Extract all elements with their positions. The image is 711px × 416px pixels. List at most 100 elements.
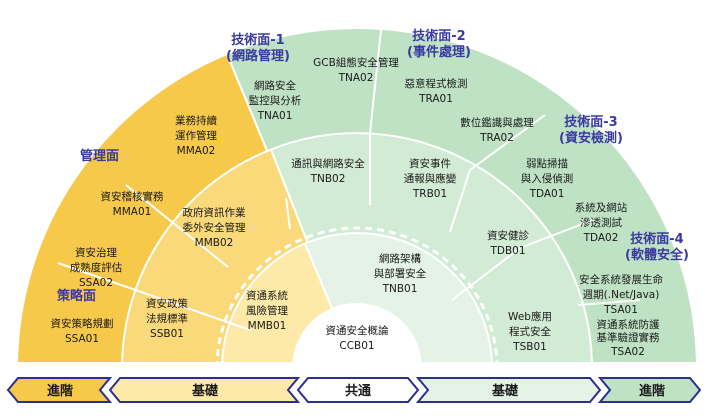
svg-text:通報與應變: 通報與應變 xyxy=(404,172,457,185)
segment-dividers xyxy=(57,29,641,331)
svg-text:SSA01: SSA01 xyxy=(65,333,99,345)
course-tsa01: 安全系統發展生命 週期(.Net/Java) TSA01 xyxy=(579,273,663,316)
category-management: 管理面 xyxy=(80,148,119,164)
svg-text:業務持續: 業務持續 xyxy=(175,114,217,127)
svg-text:系統及網站: 系統及網站 xyxy=(575,201,628,214)
bar-basic-right xyxy=(415,377,602,403)
svg-text:MMA01: MMA01 xyxy=(113,206,152,218)
category-tech1-subtitle: (網路管理) xyxy=(226,48,290,64)
svg-text:資安稽核實務: 資安稽核實務 xyxy=(101,190,164,203)
svg-text:法規標準: 法規標準 xyxy=(146,312,188,325)
bar-basic-left xyxy=(108,377,301,403)
course-trb01: 資安事件 通報與應變 TRB01 xyxy=(404,157,457,200)
course-labels: 資安策略規劃 SSA01 資安治理 成熟度評估 SSA02 資安稽核實務 MMA… xyxy=(51,56,664,358)
svg-text:網路架構: 網路架構 xyxy=(379,252,421,265)
svg-text:資安治理: 資安治理 xyxy=(75,246,117,259)
svg-text:CCB01: CCB01 xyxy=(339,340,374,352)
course-tra01: 惡意程式檢測 TRA01 xyxy=(405,77,468,105)
bar-label-advanced-right: 進階 xyxy=(639,383,665,399)
svg-text:TSB01: TSB01 xyxy=(512,341,547,353)
svg-text:通訊與網路安全: 通訊與網路安全 xyxy=(291,157,365,170)
svg-text:滲透測試: 滲透測試 xyxy=(580,216,622,229)
svg-text:資安事件: 資安事件 xyxy=(409,157,451,170)
svg-text:MMB01: MMB01 xyxy=(248,320,287,332)
course-mma02: 業務持續 運作管理 MMA02 xyxy=(175,114,217,157)
svg-text:資安政策: 資安政策 xyxy=(146,297,188,310)
course-tdb01: 資安健診 TDB01 xyxy=(487,229,529,257)
course-tsa02: 資通系統防護 基準驗證實務 TSA02 xyxy=(597,318,660,358)
course-tsb01: Web應用 程式安全 TSB01 xyxy=(508,310,552,353)
svg-text:數位鑑識與處理: 數位鑑識與處理 xyxy=(460,116,534,129)
svg-text:TDA01: TDA01 xyxy=(529,188,565,200)
bar-label-advanced-left: 進階 xyxy=(47,383,73,399)
svg-text:TNB02: TNB02 xyxy=(310,173,346,185)
course-ssa01: 資安策略規劃 SSA01 xyxy=(51,317,114,345)
ring-group xyxy=(16,27,698,362)
svg-text:SSA02: SSA02 xyxy=(79,277,113,289)
svg-text:程式安全: 程式安全 xyxy=(509,325,551,338)
course-mmb02: 政府資訊作業 委外安全管理 MMB02 xyxy=(183,206,246,249)
svg-text:弱點掃描: 弱點掃描 xyxy=(526,157,568,170)
svg-text:安全系統發展生命: 安全系統發展生命 xyxy=(579,273,663,286)
bar-label-basic-left: 基礎 xyxy=(191,383,219,399)
bar-advanced-right xyxy=(597,377,702,403)
svg-text:政府資訊作業: 政府資訊作業 xyxy=(183,206,246,219)
svg-text:基準驗證實務: 基準驗證實務 xyxy=(597,331,660,344)
course-tnb02: 通訊與網路安全 TNB02 xyxy=(291,157,365,185)
svg-text:Web應用: Web應用 xyxy=(508,310,552,323)
svg-text:風險管理: 風險管理 xyxy=(246,304,288,317)
svg-text:GCB組態安全管理: GCB組態安全管理 xyxy=(313,56,399,69)
bar-common xyxy=(296,377,420,403)
course-tda01: 弱點掃描 與入侵偵測 TDA01 xyxy=(521,157,574,200)
svg-text:資安健診: 資安健診 xyxy=(487,229,529,242)
svg-text:惡意程式檢測: 惡意程式檢測 xyxy=(405,77,468,90)
svg-text:成熟度評估: 成熟度評估 xyxy=(70,261,123,274)
level-bar: 進階 基礎 共通 基礎 進階 xyxy=(6,377,702,403)
svg-text:TDB01: TDB01 xyxy=(489,245,525,257)
svg-text:TRA01: TRA01 xyxy=(418,93,453,105)
svg-text:TSA01: TSA01 xyxy=(603,304,638,316)
bar-advanced-left xyxy=(6,377,113,403)
svg-text:與入侵偵測: 與入侵偵測 xyxy=(521,172,574,185)
category-tech2-subtitle: (事件處理) xyxy=(407,44,471,60)
course-ssa02: 資安治理 成熟度評估 SSA02 xyxy=(70,246,123,289)
category-tech1-title: 技術面-1 xyxy=(231,32,284,48)
svg-text:MMB02: MMB02 xyxy=(195,237,234,249)
course-ssb01: 資安政策 法規標準 SSB01 xyxy=(146,297,188,340)
course-mma01: 資安稽核實務 MMA01 xyxy=(101,190,164,218)
category-tech4-subtitle: (軟體安全) xyxy=(625,247,689,263)
svg-text:資通安全概論: 資通安全概論 xyxy=(326,324,389,337)
svg-text:TNA01: TNA01 xyxy=(257,110,293,122)
svg-text:週期(.Net/Java): 週期(.Net/Java) xyxy=(583,289,660,301)
category-strategy: 策略面 xyxy=(57,288,96,304)
svg-text:TSA02: TSA02 xyxy=(610,346,645,358)
svg-text:TDA02: TDA02 xyxy=(583,232,619,244)
course-ccb01: 資通安全概論 CCB01 xyxy=(326,324,389,352)
svg-text:與部署安全: 與部署安全 xyxy=(374,267,427,280)
bar-label-common: 共通 xyxy=(345,383,371,399)
course-tna01: 網路安全 監控與分析 TNA01 xyxy=(249,79,302,122)
svg-text:MMA02: MMA02 xyxy=(177,145,216,157)
svg-text:監控與分析: 監控與分析 xyxy=(249,94,302,107)
course-tda02: 系統及網站 滲透測試 TDA02 xyxy=(575,201,628,244)
svg-text:運作管理: 運作管理 xyxy=(175,129,217,142)
inner-ring-dashed-border xyxy=(215,226,499,362)
course-mmb01: 資通系統 風險管理 MMB01 xyxy=(246,289,288,332)
svg-text:SSB01: SSB01 xyxy=(150,328,184,340)
center-circle xyxy=(292,303,422,362)
svg-text:資通系統防護: 資通系統防護 xyxy=(597,318,660,331)
svg-text:資通系統: 資通系統 xyxy=(246,289,288,302)
svg-text:資安策略規劃: 資安策略規劃 xyxy=(51,317,114,330)
category-tech3-title: 技術面-3 xyxy=(564,114,617,130)
category-tech4-title: 技術面-4 xyxy=(630,231,683,247)
svg-text:TRA02: TRA02 xyxy=(479,132,514,144)
bar-label-basic-right: 基礎 xyxy=(491,383,519,399)
course-tnb01: 網路架構 與部署安全 TNB01 xyxy=(374,252,427,295)
svg-text:TRB01: TRB01 xyxy=(412,188,447,200)
course-tna02: GCB組態安全管理 TNA02 xyxy=(313,56,399,84)
svg-text:委外安全管理: 委外安全管理 xyxy=(183,221,246,234)
svg-text:TNA02: TNA02 xyxy=(338,72,374,84)
course-tra02: 數位鑑識與處理 TRA02 xyxy=(460,116,534,144)
